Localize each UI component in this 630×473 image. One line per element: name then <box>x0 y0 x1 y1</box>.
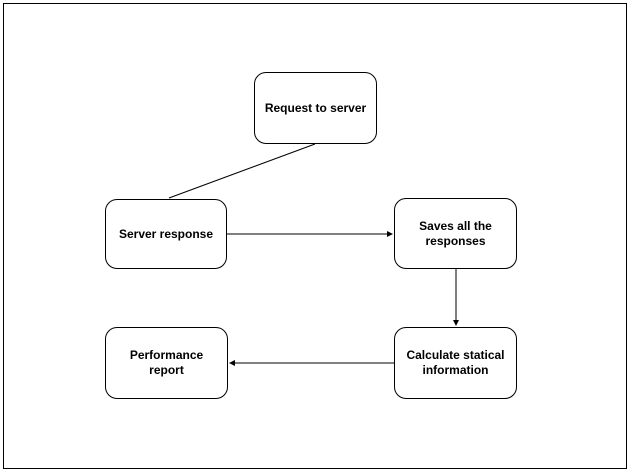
node-label: Saves all the responses <box>419 218 492 248</box>
node-label: Performance report <box>129 348 204 377</box>
node-saves-all-responses: Saves all the responses <box>394 198 517 269</box>
node-server-response: Server response <box>105 199 227 269</box>
node-label: Calculate statical information <box>406 348 505 377</box>
edge-request-to-response <box>168 143 316 199</box>
node-label: Server response <box>118 226 214 241</box>
node-performance-report: Performance report <box>105 327 228 399</box>
node-calculate-statical-information: Calculate statical information <box>394 327 517 399</box>
node-request-to-server: Request to server <box>254 72 377 144</box>
node-label: Request to server <box>264 100 367 115</box>
